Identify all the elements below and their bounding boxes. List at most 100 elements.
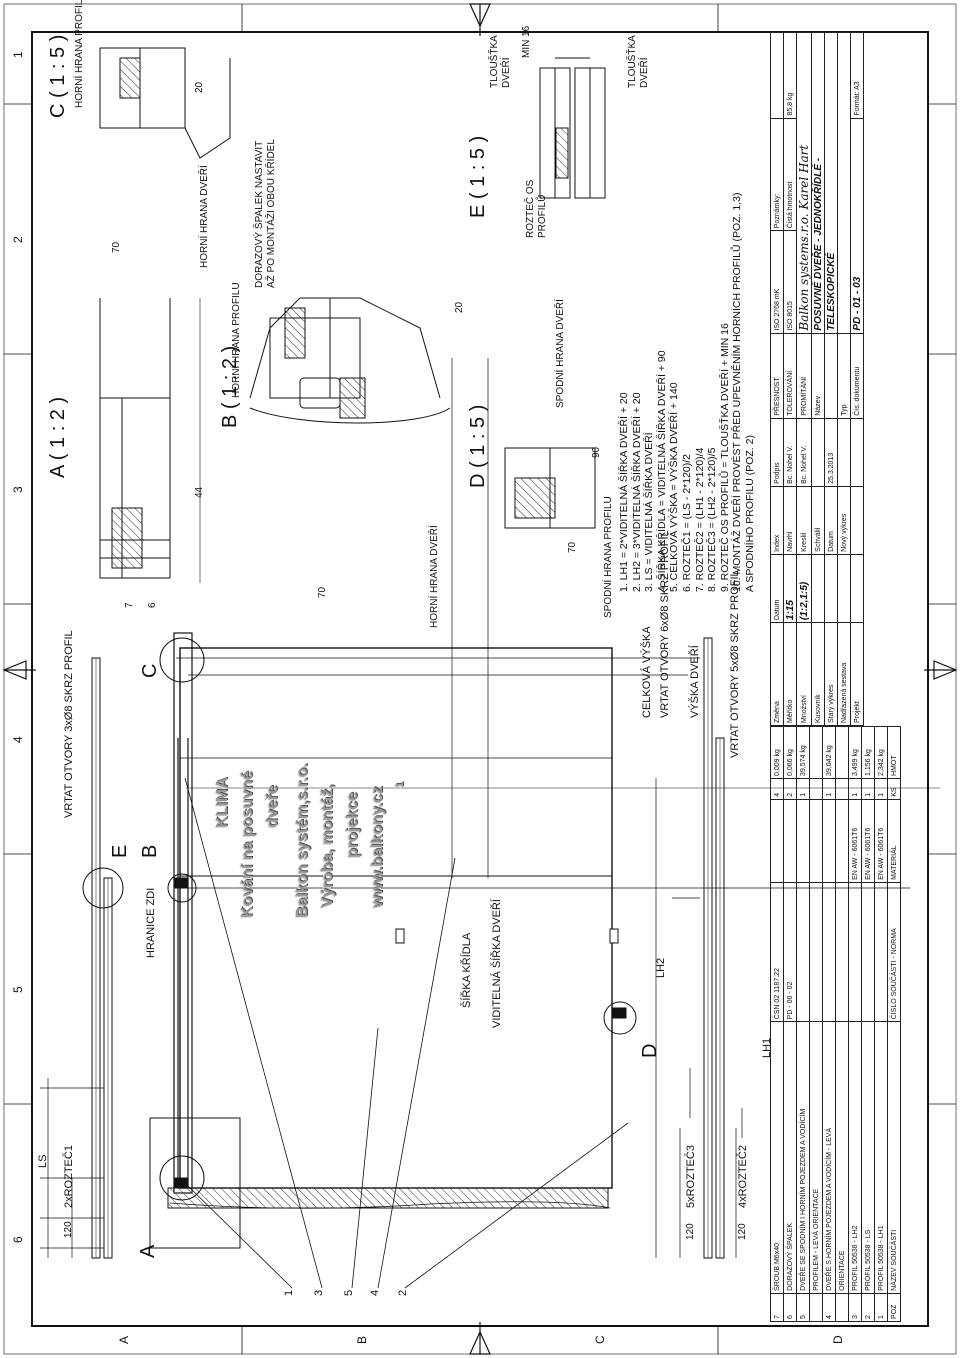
view-title-a: A ( 1 : 2 ) bbox=[47, 396, 69, 478]
dim-20: 20 bbox=[194, 81, 205, 93]
note: 2. LH2 = 3*VIDITELNÁ ŠÍŘKA DVEŘÍ + 20 bbox=[630, 392, 643, 592]
note: 4. ŠÍŘKA KŘÍDLA = VIDITELNÁ ŠÍŘKA DVEŘÍ … bbox=[655, 350, 668, 592]
label-roztec-os: PROFILŮ bbox=[537, 194, 548, 238]
dim-6: 6 bbox=[147, 602, 158, 608]
row-label: B bbox=[355, 1335, 369, 1344]
label-tloustka: DVEŘÍ bbox=[639, 57, 650, 88]
view-c-geometry bbox=[99, 47, 231, 159]
detail-circle-e bbox=[82, 867, 124, 909]
label-tloustka: DVEŘÍ bbox=[501, 57, 512, 88]
view-title-d: D ( 1 : 5 ) bbox=[467, 404, 489, 488]
notes-block: 1. LH1 = 2*VIDITELNÁ ŠÍŘKA DVEŘÍ + 20 2.… bbox=[618, 193, 757, 592]
note: 3. LS = VIDITELNÁ ŠÍŘKA DVEŘÍ bbox=[643, 432, 656, 592]
dim-roztec2: 4xROZTEČ2 bbox=[737, 1145, 749, 1208]
note: 10. MONTÁŽ DVEŘÍ PROVÉST PŘED UPEVNĚNÍM … bbox=[731, 192, 744, 592]
note: 5. CELKOVÁ VÝŠKA = VÝŠKA DVEŘÍ + 140 bbox=[668, 382, 681, 592]
bottom-profiles bbox=[703, 637, 725, 1259]
label-horni-hrana-dveri: HORNÍ HRANA DVEŘÍ bbox=[199, 165, 210, 268]
table-row: PROFILEM - LEVÁ ORIENTACE bbox=[809, 726, 823, 1322]
table-row: ORIENTACE bbox=[835, 726, 849, 1322]
marker-e: E bbox=[109, 844, 131, 858]
label-tloustka: TLOUŠŤKA bbox=[489, 35, 500, 88]
dim-ls: LS bbox=[37, 1154, 49, 1168]
callout-num: 1 bbox=[283, 1289, 295, 1296]
dim-roztec1: 2xROZTEČ1 bbox=[63, 1145, 75, 1208]
dim-min16: MIN 16 bbox=[521, 25, 532, 58]
callout-num: 2 bbox=[397, 1289, 409, 1296]
label-dorazovy: AŽ PO MONTÁŽI OBOU KŘÍDEL bbox=[266, 139, 277, 288]
detail-circle-c bbox=[159, 637, 205, 683]
dim-44: 44 bbox=[194, 486, 205, 498]
dim-120: 120 bbox=[737, 1223, 748, 1240]
view-b-geometry bbox=[249, 297, 451, 424]
detail-circle-a bbox=[159, 1155, 205, 1201]
note: 8. ROZTEČ3 = (LH2 - 2*120)/5 bbox=[706, 447, 719, 592]
detail-circle-b bbox=[167, 873, 197, 903]
dim-roztec3: 5xROZTEČ3 bbox=[685, 1145, 697, 1208]
dim-70: 70 bbox=[111, 241, 122, 253]
text-vrtat3: VRTAT OTVORY 5xØ8 SKRZ PROFIL bbox=[729, 570, 741, 758]
callout-num: 3 bbox=[313, 1289, 325, 1296]
dim-7: 7 bbox=[124, 602, 135, 608]
note: 6. ROZTEČ1 = (LS - 2*120)/2 bbox=[680, 453, 693, 592]
label-horni-hrana-profilu: HORNÍ HRANA PROFILU bbox=[231, 282, 242, 398]
view-e-geometry bbox=[539, 57, 606, 199]
text-lh2: LH2 bbox=[655, 957, 667, 978]
col-label: 3 bbox=[11, 486, 25, 493]
text-viditelna: VIDITELNÁ ŠÍŘKA DVEŘÍ bbox=[491, 899, 503, 1028]
marker-a: A bbox=[137, 1244, 159, 1258]
row-label: D bbox=[831, 1335, 845, 1344]
callout-leaders bbox=[184, 777, 629, 1289]
view-a-geometry bbox=[99, 298, 241, 1249]
col-label: 1 bbox=[11, 51, 25, 58]
label-spodni-hrana-dveri: SPODNÍ HRANA DVEŘÍ bbox=[555, 299, 566, 408]
label-dorazovy: DORAZOVÝ ŠPALEK NASTAVIT bbox=[254, 140, 265, 288]
col-label: 6 bbox=[11, 1236, 25, 1243]
wall-hatch bbox=[167, 1187, 609, 1209]
col-label: 2 bbox=[11, 236, 25, 243]
dim-70: 70 bbox=[317, 586, 328, 598]
dimension-lines bbox=[40, 358, 940, 1258]
text-vrtat1: VRTAT OTVORY 3xØ8 SKRZ PROFIL bbox=[63, 630, 75, 818]
marker-d: D bbox=[639, 1043, 661, 1058]
label-horni-hrana-profilu: HORNÍ HRANA PROFILU bbox=[74, 0, 85, 108]
note: 9. ROZTEČ OS PROFILŮ = TLOUŠŤKA DVEŘÍ + … bbox=[718, 323, 731, 592]
top-profile-ls bbox=[91, 657, 113, 1259]
note: 1. LH1 = 2*VIDITELNÁ ŠÍŘKA DVEŘÍ + 20 bbox=[618, 392, 630, 592]
col-label: 4 bbox=[11, 736, 25, 743]
text-sirka-kridla: ŠÍŘKA KŘÍDLA bbox=[461, 932, 473, 1008]
label-horni-hrana-dveri: HORNÍ HRANA DVEŘÍ bbox=[429, 525, 440, 628]
label-tloustka: TLOUŠŤKA bbox=[627, 35, 638, 88]
row-label: A bbox=[117, 1335, 131, 1344]
text-hranice: HRANICE ZDI bbox=[145, 887, 157, 958]
callout-num: 4 bbox=[369, 1289, 381, 1296]
label-spodni-hrana-profilu: SPODNÍ HRANA PROFILU bbox=[603, 496, 614, 618]
callout-num: 5 bbox=[343, 1289, 355, 1296]
marker-b: B bbox=[139, 844, 161, 858]
dim-120: 120 bbox=[63, 1221, 74, 1238]
note: 7. ROZTEČ2 = (LH1 - 2*120)/4 bbox=[693, 447, 706, 592]
detail-circle-d bbox=[603, 1001, 637, 1035]
label-roztec-os: ROZTEČ OS bbox=[525, 179, 536, 238]
view-d-geometry bbox=[504, 447, 596, 529]
text-celkova: CELKOVÁ VÝŠKA bbox=[641, 626, 653, 718]
col-label: 5 bbox=[11, 986, 25, 993]
centering-marks bbox=[2, 3, 958, 1355]
text-vyska-dveri: VÝŠKA DVEŘÍ bbox=[689, 645, 701, 718]
marker-c: C bbox=[139, 663, 161, 678]
dim-120: 120 bbox=[685, 1223, 696, 1240]
dim-70: 70 bbox=[567, 541, 578, 553]
door-leaf bbox=[179, 647, 613, 1189]
view-title-c: C ( 1 : 5 ) bbox=[47, 34, 69, 118]
dim-90: 90 bbox=[591, 446, 602, 458]
